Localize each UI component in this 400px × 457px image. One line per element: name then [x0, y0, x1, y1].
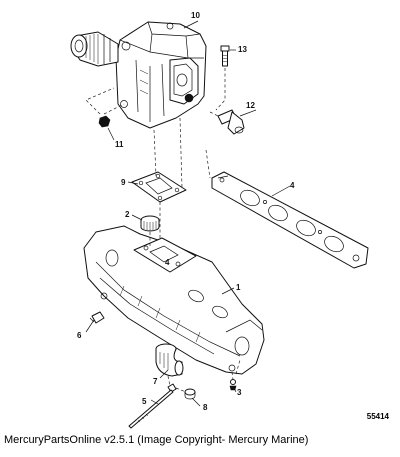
- bolt-5: [128, 383, 177, 429]
- callout-10: 10: [191, 11, 200, 20]
- bolt-13: [220, 45, 230, 67]
- exhaust-elbow: [70, 21, 207, 129]
- callout-3: 3: [237, 388, 242, 397]
- image-caption: MercuryPartsOnline v2.5.1 (Image Copyrig…: [4, 434, 309, 446]
- drain-6: [89, 311, 105, 324]
- nut-11: [98, 115, 111, 128]
- callout-9: 9: [121, 178, 126, 187]
- callout-7: 7: [153, 377, 158, 386]
- cap-2: [140, 215, 160, 232]
- callout-13: 13: [238, 45, 247, 54]
- figure-number: 55414: [366, 412, 389, 421]
- callout-2: 2: [125, 210, 130, 219]
- washer-8: [184, 388, 196, 400]
- exhaust-manifold: [83, 225, 265, 375]
- callout-11: 11: [115, 140, 124, 149]
- fitting-12: [217, 109, 245, 135]
- gasket-9: [131, 171, 187, 203]
- elbow-fitting-7: [155, 343, 184, 377]
- screw-3: [229, 379, 237, 391]
- callout-6-left: 6: [77, 331, 82, 340]
- callout-1: 1: [236, 283, 241, 292]
- callout-5: 5: [142, 397, 147, 406]
- callout-4: 4: [290, 181, 295, 190]
- callout-8: 8: [203, 403, 208, 412]
- callouts: 10 13 12 11 9 4 2 4 1 6 7 3 5 8: [77, 11, 295, 412]
- assembly-guide-lines: [85, 68, 241, 393]
- callout-4-flange: 4: [165, 258, 170, 267]
- gasket-4: [211, 171, 369, 269]
- callout-12: 12: [246, 101, 255, 110]
